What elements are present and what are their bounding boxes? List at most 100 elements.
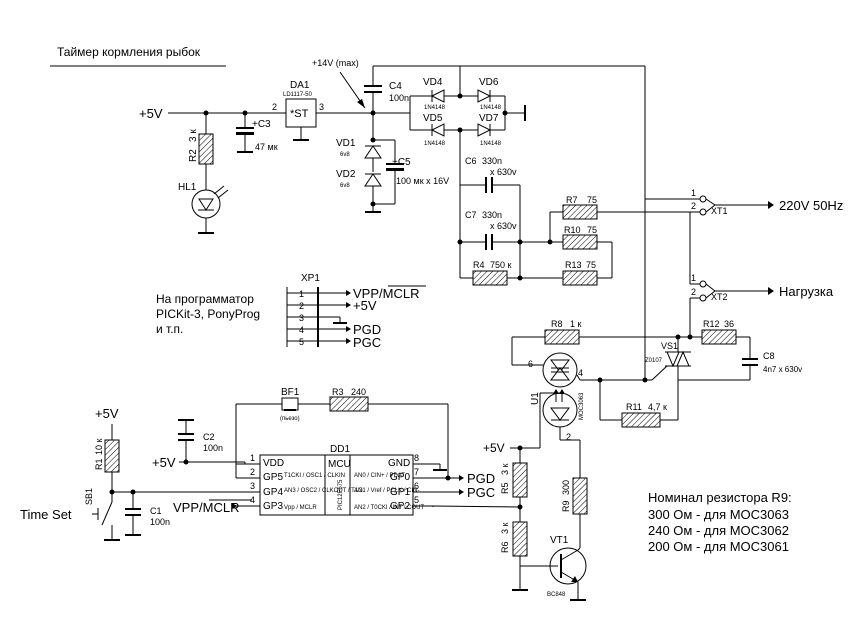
vt1-transistor xyxy=(549,547,587,585)
vd5-diode xyxy=(430,123,445,137)
mcu-pin-3-num: 3 xyxy=(250,481,255,491)
r1-resistor xyxy=(104,439,120,473)
zener-section: VD1 6v8 VD2 6v8 +C5 100 мк x 16V xyxy=(336,113,449,213)
bf1-value: (пьезо) xyxy=(280,416,300,422)
mcu-pin-3-alt: AN3 / OSC2 / CLKOUT / T1G xyxy=(284,488,363,494)
u1-pin4: 4 xyxy=(578,368,583,378)
c7-voltage: x 630v xyxy=(490,221,517,231)
vs1-triac xyxy=(666,351,680,368)
r8-ref: R8 xyxy=(551,319,563,329)
c7-value: 330n xyxy=(482,210,502,220)
xt1-ref: XT1 xyxy=(711,206,728,216)
mcu-pin-2-name: GP5 xyxy=(263,472,283,483)
vd7-diode xyxy=(477,123,492,137)
vt1-part: BC848 xyxy=(547,592,566,598)
r3-ref: R3 xyxy=(332,387,344,397)
vd2-value: 6v8 xyxy=(340,183,350,189)
r11-value: 4,7 к xyxy=(648,402,667,412)
sb1-label: Time Set xyxy=(20,507,72,522)
r8-resistor xyxy=(544,329,580,345)
u1-ref: U1 xyxy=(530,392,541,405)
vd4-value: 1N4148 xyxy=(424,105,446,111)
u1-part: MOC3063 xyxy=(579,392,585,420)
r9-note-line-3: 200 Ом - для MOC3061 xyxy=(648,539,789,554)
mcu-part: PIC12F675 xyxy=(338,479,344,510)
da1-pin2: 2 xyxy=(272,102,277,112)
r2-ref: R2 xyxy=(188,149,199,162)
regulator-section: +5V R2 3 к HL1 +C3 47 мк *ST DA1 LD1117-… xyxy=(139,58,410,234)
hl1-ref: HL1 xyxy=(178,182,197,193)
mcu-pin-5-alt: AN2 / T0CKI / INT / COUT xyxy=(354,505,424,511)
buzzer-section: BF1 (пьезо) R3 240 xyxy=(235,387,449,478)
xp1-signal-1: VPP/MCLR xyxy=(353,286,419,301)
xp1-pin5: 5 xyxy=(299,337,304,347)
r9-note-heading: Номинал резистора R9: xyxy=(648,490,792,505)
xp1-pin2: 2 xyxy=(299,301,304,311)
r9-resistor xyxy=(572,477,588,515)
mcu-pin-6-num: 6 xyxy=(414,481,419,491)
r13-resistor xyxy=(562,270,598,286)
r1-ref: R1 xyxy=(94,458,104,470)
vd1-ref: VD1 xyxy=(336,138,356,149)
c3-value: 47 мк xyxy=(255,142,278,152)
c1-ref: C1 xyxy=(150,506,162,516)
vs1-part: Z0107 xyxy=(645,358,663,364)
vs1-ref: VS1 xyxy=(661,341,678,351)
dropping-network: C6 330n x 630v C7 330n x 630v R4 750 к R… xyxy=(457,156,690,286)
r7-resistor xyxy=(562,204,598,220)
diode-bridge: VD4 1N4148 VD5 1N4148 VD6 1N4148 VD7 1N4… xyxy=(409,65,645,185)
vd6-diode xyxy=(477,89,492,103)
plus5v-opto-label: +5V xyxy=(483,441,505,455)
mcu-pin-1-num: 1 xyxy=(250,453,255,463)
r13-ref: R13 xyxy=(565,260,582,270)
mcu-dd1: DD1 MCU PIC12F675 1 2 3 4 VDD GP5 T1CKI … xyxy=(236,444,521,516)
programmer-note-line-2: PICKit-3, PonyProg xyxy=(156,307,260,321)
xt2-pin1: 1 xyxy=(691,273,696,283)
u1-pin6: 6 xyxy=(528,359,533,369)
r1-value: 10 к xyxy=(94,438,104,455)
r2-value: 3 к xyxy=(188,129,199,142)
r6-resistor xyxy=(512,521,528,557)
programmer-connector: На программатор PICKit-3, PonyProg и т.п… xyxy=(156,273,426,350)
title-text: Таймер кормления рыбок xyxy=(57,45,201,59)
mcu-pin-4-name: GP3 xyxy=(263,501,283,512)
mcu-pin-5-name: GP2 xyxy=(390,501,410,512)
programmer-note-line-1: На программатор xyxy=(156,292,254,306)
c4-capacitor: C4 100n xyxy=(364,65,460,113)
bf1-buzzer xyxy=(281,397,299,411)
xp1-ref: XP1 xyxy=(301,273,320,284)
vd2-zener xyxy=(364,173,382,187)
c2-ref: C2 xyxy=(203,432,215,442)
da1-pin3: 3 xyxy=(319,102,324,112)
mcu-pin-6-alt: AN1 / Vref / PCLK / CIN- xyxy=(354,488,419,494)
u1-pin2: 2 xyxy=(566,432,571,442)
plus5v-mcu-label: +5V xyxy=(152,455,176,470)
r5-resistor xyxy=(512,462,528,498)
xp1-pin4: 4 xyxy=(299,325,304,335)
r5-ref: R5 xyxy=(500,482,510,494)
c8-ref: C8 xyxy=(763,351,775,361)
c4-value: 100n xyxy=(389,93,409,103)
c1-value: 100n xyxy=(150,517,170,527)
vd6-value: 1N4148 xyxy=(480,105,502,111)
r9-ref: R9 xyxy=(561,500,571,512)
da1-ref: DA1 xyxy=(290,80,310,91)
c2-value: 100n xyxy=(203,443,223,453)
r12-ref: R12 xyxy=(703,319,720,329)
vd6-ref: VD6 xyxy=(479,77,499,88)
sb1-ref: SB1 xyxy=(84,488,94,505)
vd4-ref: VD4 xyxy=(423,77,443,88)
vd7-value: 1N4148 xyxy=(480,141,502,147)
xt1-pin2: 2 xyxy=(691,201,696,211)
mcu-body xyxy=(259,454,414,516)
r9-note-line-2: 240 Ом - для MOC3062 xyxy=(648,523,789,538)
da1-part: LD1117-50 xyxy=(283,92,312,98)
r4-ref: R4 xyxy=(473,260,485,270)
programmer-note-line-3: и т.п. xyxy=(156,322,183,336)
r9-value: 300 xyxy=(561,480,571,495)
xp1-pin1: 1 xyxy=(299,289,304,299)
mcu-pin-2-alt: T1CKI / OSC1 / CLKIN xyxy=(284,473,345,479)
triac-section: R12 36 C8 4n7 x 630v VS1 Z0107 R8 1 к xyxy=(511,319,802,428)
r3-resistor xyxy=(329,396,369,412)
